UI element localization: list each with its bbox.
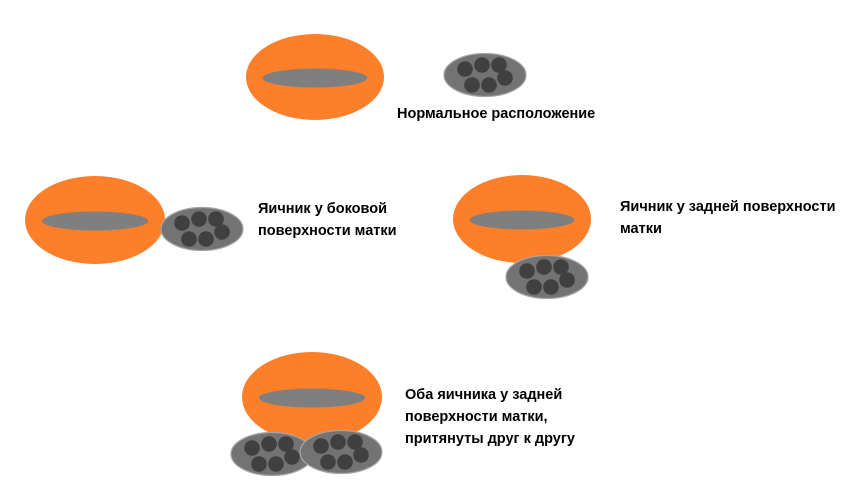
label-normal-line: Нормальное расположение — [397, 106, 596, 122]
label-normal-position: Нормальное расположение — [397, 103, 595, 125]
ovary-posterior — [505, 254, 589, 300]
follicle — [464, 77, 480, 93]
ovary-both-right — [299, 429, 383, 475]
follicle — [268, 456, 284, 472]
follicle — [313, 438, 329, 454]
label-posterior-line-2: матки — [620, 221, 662, 237]
follicle — [491, 57, 507, 73]
uterus-normal — [246, 34, 384, 120]
uterus-cavity — [258, 388, 366, 408]
label-posterior-position: Яичник у задней поверхности матки — [620, 196, 836, 240]
follicle — [474, 57, 490, 73]
follicle — [278, 436, 294, 452]
follicle — [198, 231, 214, 247]
follicle — [244, 440, 260, 456]
follicle — [337, 454, 353, 470]
follicle — [347, 434, 363, 450]
follicle — [481, 77, 497, 93]
follicle — [543, 279, 559, 295]
label-both-line-1: Оба яичника у задней — [405, 387, 563, 403]
follicle — [553, 259, 569, 275]
follicle — [174, 215, 190, 231]
ovary-both-left — [230, 431, 314, 477]
follicle — [320, 454, 336, 470]
ovary-lateral — [160, 206, 244, 252]
follicle — [526, 279, 542, 295]
label-lateral-position: Яичник у боковой поверхности матки — [258, 198, 397, 242]
label-lateral-line-2: поверхности матки — [258, 223, 397, 239]
label-posterior-line-1: Яичник у задней поверхности — [620, 199, 836, 215]
follicle — [214, 224, 230, 240]
label-both-line-3: притянуты друг к другу — [405, 431, 575, 447]
follicle — [208, 211, 224, 227]
follicle — [497, 70, 513, 86]
follicle — [261, 436, 277, 452]
label-lateral-line-1: Яичник у боковой — [258, 201, 388, 217]
uterus-cavity — [262, 68, 368, 88]
uterus-both — [242, 352, 382, 442]
follicle — [284, 449, 300, 465]
follicle — [457, 61, 473, 77]
follicle — [330, 434, 346, 450]
follicle — [536, 259, 552, 275]
follicle — [251, 456, 267, 472]
follicle — [191, 211, 207, 227]
uterus-posterior — [453, 175, 591, 263]
follicle — [559, 272, 575, 288]
label-both-line-2: поверхности матки, — [405, 409, 548, 425]
follicle — [353, 447, 369, 463]
uterus-lateral — [25, 176, 165, 264]
label-both-posterior-position: Оба яичника у задней поверхности матки, … — [405, 384, 575, 450]
follicle — [519, 263, 535, 279]
ovary-normal — [443, 52, 527, 98]
uterus-cavity — [469, 210, 575, 230]
uterus-cavity — [41, 211, 149, 231]
follicle — [181, 231, 197, 247]
